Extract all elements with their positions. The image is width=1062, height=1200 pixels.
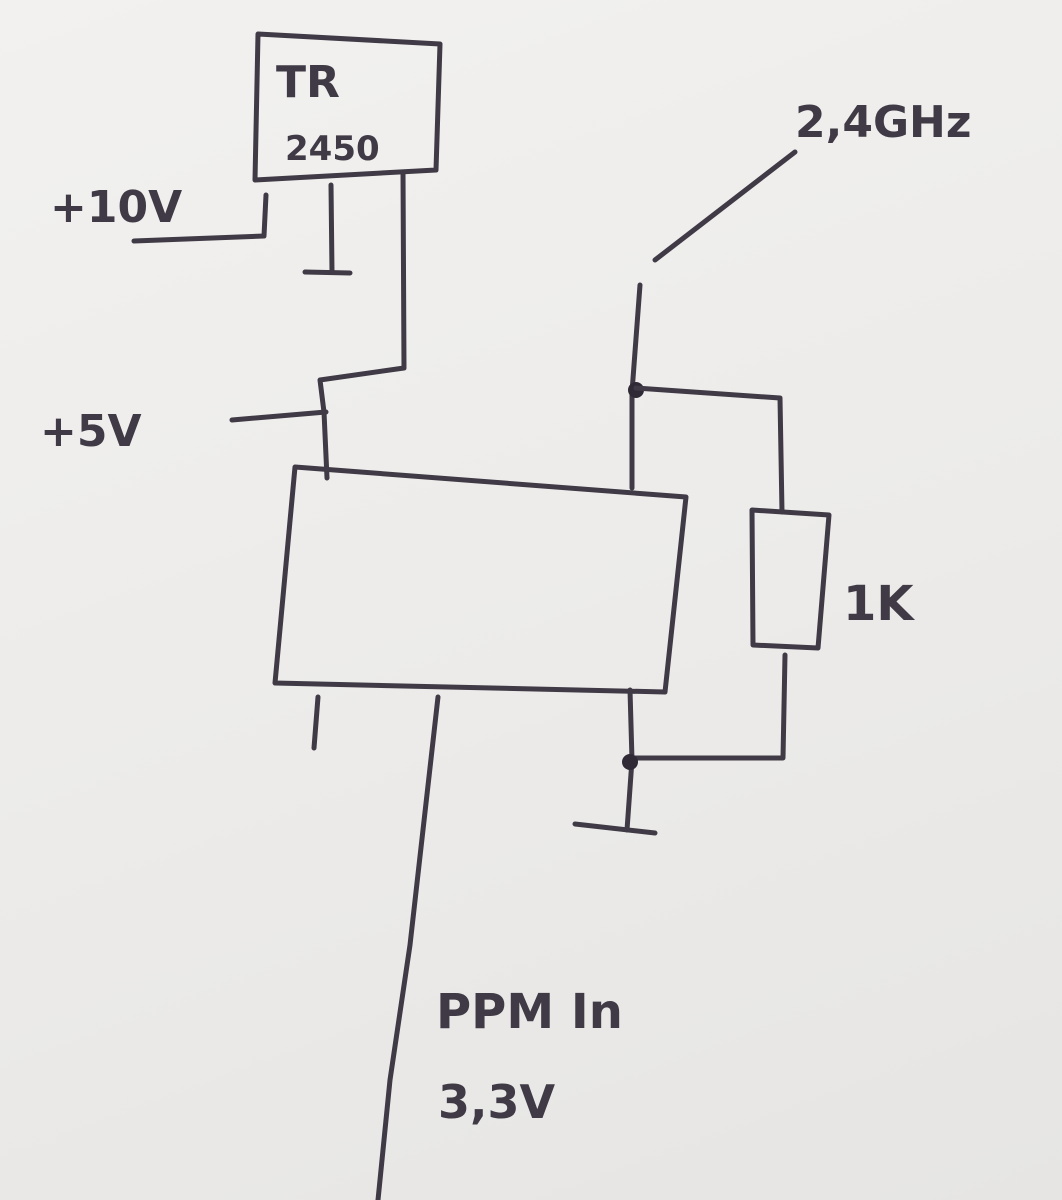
supply-5v-label: +5V [40,406,142,457]
resistor [749,507,832,651]
regulator-ground-lead [328,182,335,275]
module-ground-leg [311,694,321,751]
input-wire [131,192,269,244]
regulator-output-wire [317,169,407,481]
ppm-signal-label: PPM In [436,984,623,1040]
junction-bottom [622,754,638,770]
resistor-bottom-wire [630,652,788,761]
supply-10v-label: +10V [50,182,182,233]
ppm-voltage-label: 3,3V [438,1075,555,1129]
receiver-module [272,464,689,695]
regulator-label-line2: 2450 [285,129,380,169]
regulator-label-line1: TR [276,57,340,108]
regulator-ground-symbol [302,269,353,276]
ppm-signal-wire [375,694,441,1200]
regulator-ic: TR 2450 [252,31,443,183]
regulator-body [252,31,443,183]
ground-symbol [572,821,658,836]
antenna-label: 2,4GHz [795,97,972,148]
resistor-top-wire [633,385,785,515]
resistor-label: 1K [843,576,915,632]
supply-5v-wire [229,409,329,423]
antenna-wire [652,149,798,263]
